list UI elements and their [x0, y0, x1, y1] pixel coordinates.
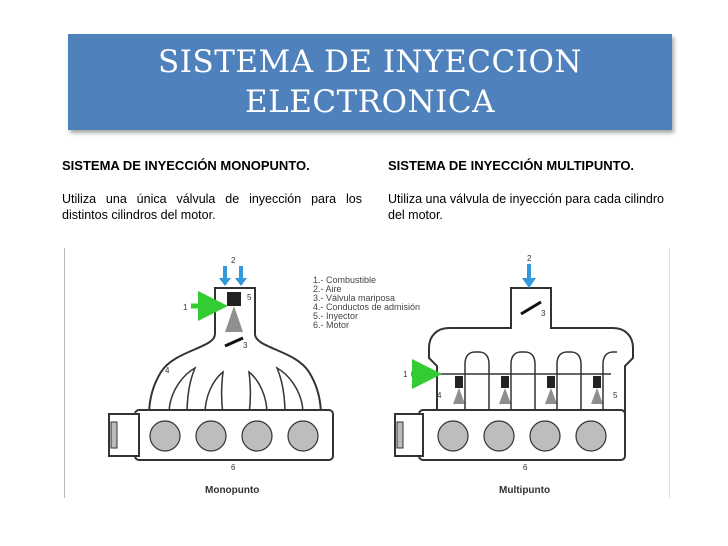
- monopunto-side: [108, 413, 140, 457]
- multipunto-label-5: 5: [613, 391, 618, 400]
- monopunto-spray: [225, 306, 243, 332]
- multipunto-cylinder-2: [483, 420, 515, 452]
- monopunto-description: Utiliza una única válvula de inyección p…: [62, 192, 362, 222]
- monopunto-label-4: 4: [165, 366, 170, 375]
- injection-diagram-svg: 2 1 5 3 4 6 Monopunto 1.- Combustible 2.…: [108, 254, 634, 496]
- multipunto-runner-c: [556, 351, 582, 414]
- multipunto-cylinder-1: [437, 420, 469, 452]
- title-line-1: SISTEMA DE INYECCION: [157, 44, 583, 80]
- multipunto-spray-1: [453, 388, 465, 404]
- multipunto-runner-a: [464, 351, 490, 414]
- diagram-legend: 1.- Combustible 2.- Aire 3.- Válvula mar…: [313, 275, 420, 330]
- multipunto-cylinder-4: [575, 420, 607, 452]
- monopunto-cylinder-2: [195, 420, 227, 452]
- monopunto-runner-c: [248, 370, 268, 415]
- multipunto-spray-4: [591, 388, 603, 404]
- multipunto-runner-b: [510, 351, 536, 414]
- monopunto-air-arrow-right: [235, 266, 247, 286]
- monopunto-label-6: 6: [231, 463, 236, 472]
- multipunto-side-part: [396, 421, 404, 449]
- monopunto-label-3: 3: [243, 341, 248, 350]
- monopunto-air-arrow-left: [219, 266, 231, 286]
- legend-item-4: 4.- Conductos de admisión: [313, 302, 420, 312]
- multipunto-spray-2: [499, 388, 511, 404]
- multipunto-injector-4: [593, 376, 601, 388]
- legend-item-5: 5.- Inyector: [313, 311, 358, 321]
- multipunto-caption: Multipunto: [499, 485, 550, 496]
- legend-item-6: 6.- Motor: [313, 320, 349, 330]
- multipunto-engine: 2 1 3 4 5 6 Multipunto: [394, 254, 634, 496]
- monopunto-column: SISTEMA DE INYECCIÓN MONOPUNTO. Utiliza …: [62, 158, 362, 223]
- multipunto-heading: SISTEMA DE INYECCIÓN MULTIPUNTO.: [388, 158, 635, 173]
- monopunto-throttle: [224, 336, 244, 348]
- injection-diagram: 2 1 5 3 4 6 Monopunto 1.- Combustible 2.…: [64, 248, 670, 498]
- multipunto-label-4: 4: [437, 391, 442, 400]
- monopunto-runner-b: [204, 370, 224, 415]
- multipunto-injector-2: [501, 376, 509, 388]
- monopunto-label-2: 2: [231, 256, 236, 265]
- monopunto-label-1: 1: [183, 303, 188, 312]
- monopunto-injector: [227, 292, 241, 306]
- monopunto-cylinder-1: [149, 420, 181, 452]
- multipunto-injector-3: [547, 376, 555, 388]
- slide-title: SISTEMA DE INYECCION ELECTRONICA: [68, 34, 672, 130]
- legend-item-1: 1.- Combustible: [313, 275, 376, 285]
- monopunto-engine: 2 1 5 3 4 6 Monopunto: [108, 256, 334, 496]
- monopunto-heading: SISTEMA DE INYECCIÓN MONOPUNTO.: [62, 158, 310, 173]
- monopunto-cylinder-3: [241, 420, 273, 452]
- multipunto-column: SISTEMA DE INYECCIÓN MULTIPUNTO. Utiliza…: [388, 158, 664, 223]
- multipunto-spray-3: [545, 388, 557, 404]
- multipunto-description: Utiliza una válvula de inyección para ca…: [388, 192, 664, 222]
- multipunto-runner-d: [602, 351, 617, 414]
- multipunto-injectors: [455, 376, 601, 388]
- monopunto-side-part: [110, 421, 118, 449]
- monopunto-label-5: 5: [247, 293, 252, 302]
- monopunto-cylinder-4: [287, 420, 319, 452]
- multipunto-sprays: [453, 388, 603, 404]
- legend-item-3: 3.- Válvula mariposa: [313, 293, 395, 303]
- multipunto-label-3: 3: [541, 309, 546, 318]
- monopunto-caption: Monopunto: [205, 485, 259, 496]
- monopunto-runner-d: [275, 366, 304, 415]
- multipunto-injector-1: [455, 376, 463, 388]
- title-line-2: ELECTRONICA: [245, 84, 495, 120]
- monopunto-runner-a: [168, 366, 197, 415]
- multipunto-label-2: 2: [527, 254, 532, 263]
- multipunto-throttle: [520, 300, 542, 316]
- legend-item-2: 2.- Aire: [313, 284, 342, 294]
- multipunto-label-1: 1: [403, 370, 408, 379]
- multipunto-label-6: 6: [523, 463, 528, 472]
- multipunto-air-arrow: [522, 264, 536, 288]
- multipunto-cylinder-3: [529, 420, 561, 452]
